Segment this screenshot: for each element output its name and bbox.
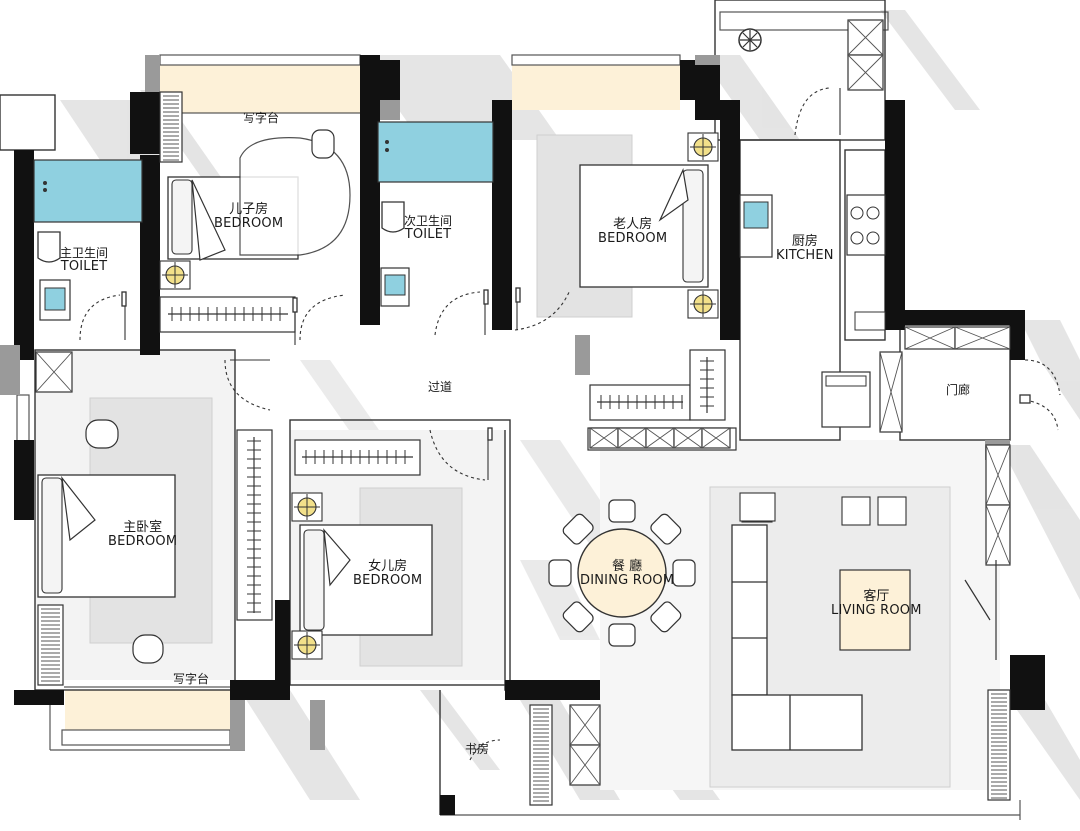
sofa — [731, 524, 863, 751]
desk-label-top: 写字台 — [243, 111, 280, 125]
lamp-cross — [690, 134, 716, 160]
dining-chair — [562, 513, 594, 545]
master-bedroom-zh: 主卧室 — [123, 520, 163, 535]
kitchen-label: 厨房 KITCHEN — [776, 235, 834, 263]
wall-outlines — [0, 0, 1011, 815]
elder-bedroom-en: BEDROOM — [598, 231, 668, 246]
dining-room-label: 餐 廳 DINING ROOM — [580, 560, 674, 588]
blanket-folds — [61, 167, 689, 587]
toilets — [37, 201, 405, 263]
shower-heads — [43, 140, 389, 192]
shower-areas — [33, 121, 494, 223]
master-bedroom-label: 主卧室 BEDROOM — [108, 521, 177, 549]
window-glows — [65, 65, 680, 730]
dining-chair — [672, 559, 696, 587]
daughter-bedroom-zh: 女儿房 — [368, 559, 408, 574]
armchairs — [739, 492, 907, 526]
son-bedroom-en: BEDROOM — [214, 216, 284, 231]
lamp-cross — [294, 632, 320, 658]
desks — [85, 129, 351, 664]
dining-chair — [548, 559, 572, 587]
coffee-table — [839, 569, 911, 651]
study-label: 书房 — [465, 742, 490, 756]
daughter-bedroom-label: 女儿房 BEDROOM — [353, 560, 422, 588]
foyer-label: 门廊 — [946, 383, 971, 397]
living-room-en: LIVING ROOM — [831, 603, 922, 618]
lamp-cross — [690, 291, 716, 317]
dining-chair — [650, 601, 682, 633]
dining-chair — [650, 513, 682, 545]
kitchen-fixtures — [738, 28, 886, 428]
master-bedroom-en: BEDROOM — [108, 534, 178, 549]
daughter-bedroom-en: BEDROOM — [353, 573, 423, 588]
living-room-label: 客厅 LIVING ROOM — [831, 590, 922, 618]
walls — [14, 55, 1045, 815]
door-leaves — [121, 287, 1031, 441]
wardrobe-hanger-ticks — [171, 307, 714, 613]
shutter-slats — [41, 95, 1007, 802]
master-toilet-zh: 主卫生间 — [60, 246, 109, 260]
second-toilet-label: 次卫生间 TOILET — [404, 214, 452, 242]
dining-chair — [608, 623, 636, 647]
door-swings — [79, 87, 1061, 761]
second-toilet-en: TOILET — [404, 227, 452, 242]
lamp-cross — [294, 494, 320, 520]
wardrobe-hangers — [168, 313, 708, 613]
corridor-label: 过道 — [428, 380, 453, 394]
second-toilet-zh: 次卫生间 — [404, 214, 453, 228]
kitchen-en: KITCHEN — [776, 248, 834, 263]
kitchen-zh: 厨房 — [791, 234, 818, 249]
son-bedroom-label: 儿子房 BEDROOM — [214, 203, 283, 231]
lamp-cross — [162, 262, 188, 288]
living-room-zh: 客厅 — [863, 589, 890, 604]
dining-chair — [562, 601, 594, 633]
dining-chair — [608, 499, 636, 523]
master-toilet-label: 主卫生间 TOILET — [60, 246, 108, 274]
divider-lines — [64, 112, 360, 688]
dining-chairs — [548, 499, 696, 647]
desk-label-bottom: 写字台 — [173, 672, 210, 686]
cabinet-crosses — [35, 19, 1011, 786]
elder-bedroom-zh: 老人房 — [613, 217, 653, 232]
sinks — [39, 194, 773, 321]
dining-table — [577, 528, 667, 618]
son-bedroom-zh: 儿子房 — [229, 202, 269, 217]
elder-bedroom-label: 老人房 BEDROOM — [598, 218, 667, 246]
tv-console — [964, 560, 997, 660]
master-toilet-en: TOILET — [60, 259, 108, 274]
dining-room-zh: 餐 廳 — [612, 559, 643, 574]
dining-room-en: DINING ROOM — [580, 573, 675, 588]
